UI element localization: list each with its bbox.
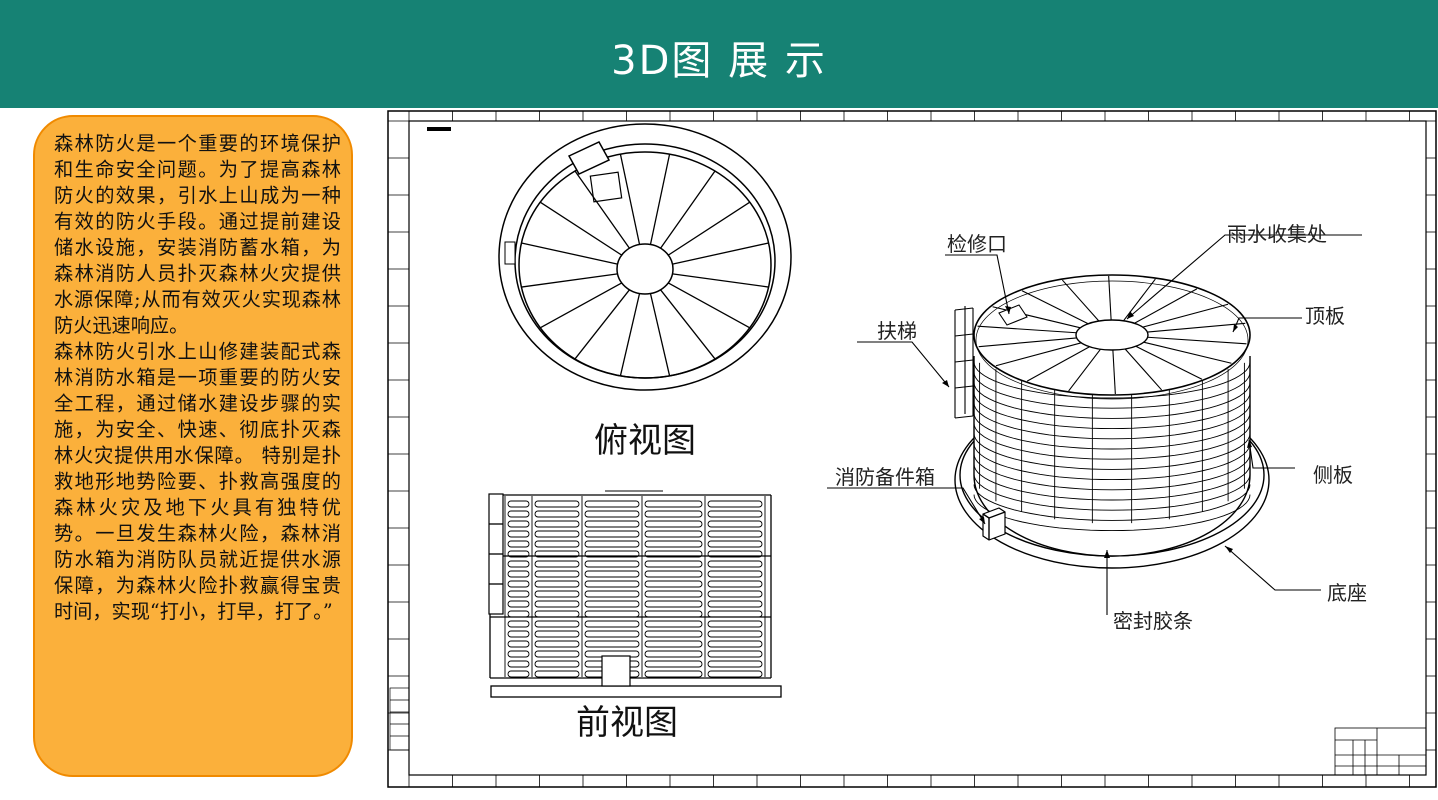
callout-arrows — [942, 306, 1252, 558]
callout-spare-parts-box: 消防备件箱 — [835, 465, 935, 489]
callout-leaders — [827, 234, 1362, 615]
top-view-label: 俯视图 — [594, 421, 696, 461]
frame-ticks — [388, 111, 1436, 787]
callout-base: 底座 — [1327, 581, 1367, 605]
engineering-drawing: 俯视图 前视图 — [387, 110, 1437, 788]
callout-top-plate: 顶板 — [1305, 304, 1345, 328]
intro-text-box: 森林防火是一个重要的环境保护和生命安全问题。为了提高森林防火的效果，引水上山成为… — [33, 115, 353, 777]
top-view-drawing — [498, 123, 792, 391]
drawing-inner-frame — [408, 120, 1427, 776]
page-title: 3D图 展 示 — [611, 38, 827, 84]
intro-paragraph-2: 森林防火引水上山修建装配式森林消防水箱是一项重要的防火安全工程，通过储水建设步骤… — [54, 340, 341, 623]
header-bar: 3D图 展 示 — [0, 0, 1438, 108]
callout-inspection-port: 检修口 — [947, 232, 1007, 256]
callout-rain-collector: 雨水收集处 — [1227, 222, 1327, 246]
intro-paragraph-1: 森林防火是一个重要的环境保护和生命安全问题。为了提高森林防火的效果，引水上山成为… — [54, 132, 341, 337]
callout-seal-strip: 密封胶条 — [1113, 609, 1193, 633]
isometric-view-drawing — [954, 274, 1270, 569]
front-view-drawing — [488, 490, 782, 698]
callout-side-plate: 侧板 — [1313, 463, 1353, 487]
callout-ladder: 扶梯 — [877, 319, 917, 343]
drawing-outer-frame — [387, 110, 1437, 788]
side-table — [389, 687, 410, 751]
title-block — [1334, 727, 1427, 776]
sheet-mark — [427, 127, 451, 131]
front-view-label: 前视图 — [576, 703, 678, 743]
